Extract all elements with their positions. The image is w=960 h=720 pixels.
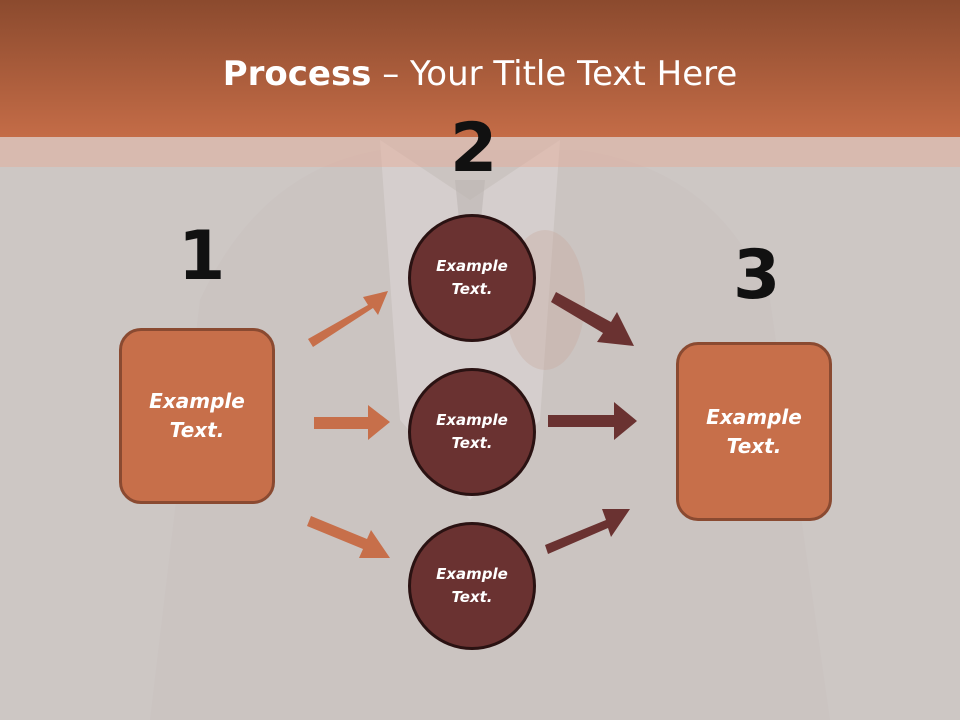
right-box: Example Text.	[676, 342, 832, 521]
arrow-from-middle-circle	[548, 402, 637, 440]
title-rest: – Your Title Text Here	[371, 54, 738, 94]
right-box-text: Example Text.	[706, 404, 802, 458]
arrow-to-bottom-circle	[307, 516, 390, 558]
circle-top-text: Example Text.	[436, 257, 508, 298]
arrow-to-middle-circle	[314, 405, 390, 440]
circle-middle: Example Text.	[408, 368, 536, 496]
arrow-from-top-circle	[551, 292, 634, 346]
arrows-to-right-box	[545, 292, 637, 554]
title-band	[0, 0, 960, 137]
arrow-to-top-circle	[308, 291, 388, 347]
title-strip	[0, 137, 960, 167]
slide-title: Process – Your Title Text Here	[0, 52, 960, 96]
left-box: Example Text.	[119, 328, 275, 504]
circle-bottom-text: Example Text.	[436, 565, 508, 606]
circle-bottom: Example Text.	[408, 522, 536, 650]
circle-middle-text: Example Text.	[436, 411, 508, 452]
step-number-2: 2	[450, 109, 498, 188]
circle-top: Example Text.	[408, 214, 536, 342]
arrows-to-circles	[307, 291, 390, 558]
title-bold: Process	[222, 54, 372, 94]
step-number-3: 3	[733, 236, 781, 315]
left-box-text: Example Text.	[149, 389, 245, 442]
arrow-from-bottom-circle	[545, 509, 630, 554]
step-number-1: 1	[178, 217, 226, 296]
